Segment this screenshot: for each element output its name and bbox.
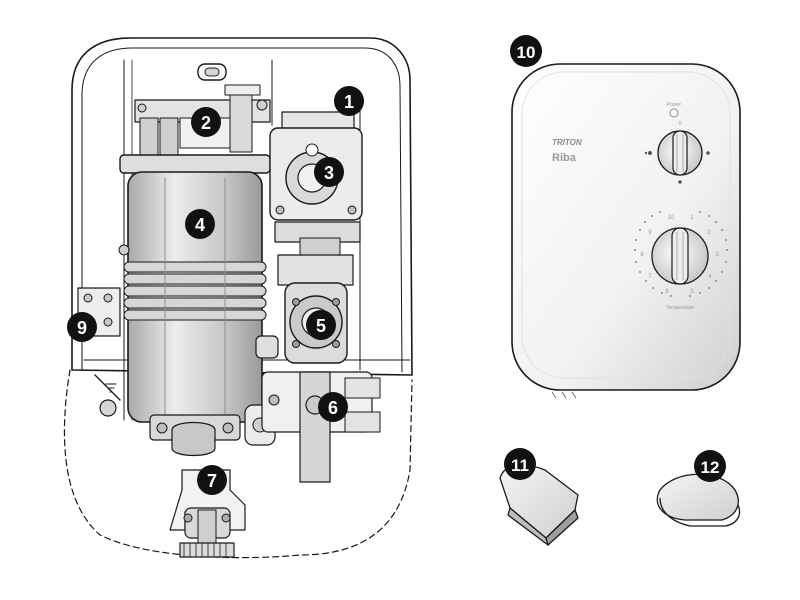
callout-1: 1 xyxy=(334,86,364,116)
callout-5: 5 xyxy=(306,310,336,340)
dial-number-1: 1 xyxy=(690,215,694,221)
temperature-dial[interactable]: 10 1 2 3 4 5 6 7 8 9 Temperature xyxy=(634,211,728,311)
dial-dots xyxy=(634,211,728,297)
callout-10: 10 xyxy=(510,35,542,67)
callout-11: 11 xyxy=(504,448,536,480)
svg-text:4: 4 xyxy=(195,215,205,235)
dial-number-2: 2 xyxy=(707,230,711,236)
front-cover: Power TRITON Riba 0 xyxy=(511,63,741,399)
dial-number-6: 6 xyxy=(665,289,669,295)
model-name: Riba xyxy=(552,152,577,164)
svg-text:7: 7 xyxy=(207,471,217,491)
svg-text:10: 10 xyxy=(517,43,536,62)
dial-number-4: 4 xyxy=(708,274,712,280)
power-indicator-light xyxy=(669,108,679,118)
dial-number-7: 7 xyxy=(648,274,652,280)
cover-outline-dashed xyxy=(63,369,413,559)
dial-number-9: 9 xyxy=(648,230,652,236)
power-knob[interactable]: 0 xyxy=(644,121,710,184)
callout-9: 9 xyxy=(67,312,97,342)
inlet-connector xyxy=(261,371,381,483)
svg-text:1: 1 xyxy=(344,92,354,112)
flow-valve-assembly xyxy=(269,111,363,257)
svg-text:11: 11 xyxy=(511,456,529,475)
dial-number-5: 5 xyxy=(690,289,694,295)
callout-4: 4 xyxy=(185,209,215,239)
power-knob-mark: 0 xyxy=(679,121,682,127)
callout-badges: 1 2 3 4 5 6 7 9 xyxy=(67,35,726,495)
svg-text:6: 6 xyxy=(328,398,338,418)
end-cap-left xyxy=(499,464,579,546)
callout-3: 3 xyxy=(314,157,344,187)
svg-text:12: 12 xyxy=(701,458,720,477)
end-cap-right xyxy=(656,473,741,527)
dial-number-10: 10 xyxy=(668,215,675,221)
dial-number-8: 8 xyxy=(640,252,644,258)
callout-7: 7 xyxy=(197,465,227,495)
shower-unit xyxy=(63,37,413,559)
power-indicator-label: Power xyxy=(667,102,682,108)
callout-6: 6 xyxy=(318,392,348,422)
brand-logo: TRITON xyxy=(552,138,582,147)
callout-2: 2 xyxy=(191,107,221,137)
cover-shell xyxy=(511,63,741,391)
svg-text:2: 2 xyxy=(201,113,211,133)
svg-text:9: 9 xyxy=(77,318,87,338)
heater-tank xyxy=(118,154,271,457)
dial-number-3: 3 xyxy=(715,252,719,258)
svg-text:3: 3 xyxy=(324,163,334,183)
svg-text:5: 5 xyxy=(316,316,326,336)
temperature-label: Temperature xyxy=(666,305,694,311)
backplate-inner-rim xyxy=(81,47,403,373)
callout-12: 12 xyxy=(694,450,726,482)
